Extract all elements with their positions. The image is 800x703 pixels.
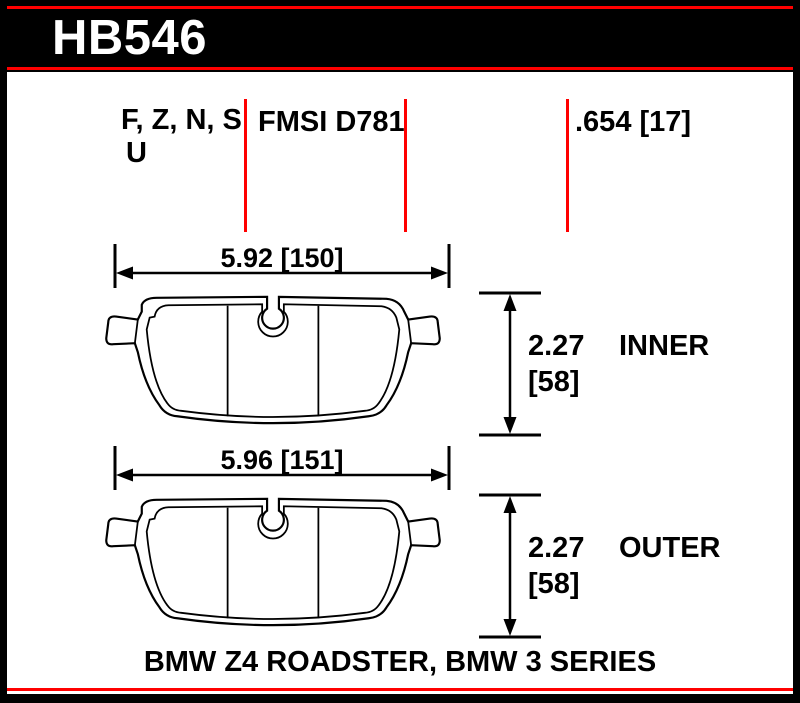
right-ear-base-line xyxy=(407,521,413,546)
part-number: HB546 xyxy=(52,11,208,65)
outer-height-mm: [58] xyxy=(528,568,580,600)
left-ear-base-line xyxy=(133,521,139,546)
spec-separator-1 xyxy=(244,99,247,232)
inner-height-mm: [58] xyxy=(528,366,580,398)
inner-height-dimension xyxy=(479,291,541,437)
red-line-bottom xyxy=(7,688,793,691)
inner-position-label: INNER xyxy=(619,330,710,362)
backing-plate-outline xyxy=(105,497,441,627)
dim-arrowhead-left xyxy=(116,468,133,482)
friction-material-outline xyxy=(145,505,401,620)
inner-width-label: 5.92 [150] xyxy=(220,243,343,273)
outer-pad-drawing xyxy=(105,497,441,627)
inner-pad-drawing xyxy=(105,295,441,425)
vehicle-application: BMW Z4 ROADSTER, BMW 3 SERIES xyxy=(143,646,657,678)
frame-border-right xyxy=(793,0,800,703)
friction-material-outline xyxy=(145,303,401,418)
compound-codes-line1: F, Z, N, S xyxy=(121,104,242,136)
inner-width-dimension: 5.92 [150] xyxy=(113,243,451,288)
dim-arrowhead-down xyxy=(503,619,517,636)
left-ear-base-line xyxy=(133,319,139,344)
outer-position-label: OUTER xyxy=(619,532,721,564)
red-line-header-bottom xyxy=(7,67,793,70)
header-bar xyxy=(0,0,800,72)
outer-width-dimension: 5.96 [151] xyxy=(113,445,451,490)
dim-arrowhead-up xyxy=(503,496,517,513)
compound-codes-line2: U xyxy=(126,137,147,169)
right-ear-base-line xyxy=(407,319,413,344)
spec-separator-3 xyxy=(566,99,569,232)
frame-border-left xyxy=(0,0,7,703)
dim-arrowhead-right xyxy=(431,266,448,280)
spec-separator-2 xyxy=(404,99,407,232)
red-line-top xyxy=(7,6,793,9)
dim-arrowhead-right xyxy=(431,468,448,482)
fmsi-code: FMSI D781 xyxy=(258,106,405,138)
dim-arrowhead-up xyxy=(503,294,517,311)
frame-border-bottom xyxy=(0,694,800,703)
outer-height-dimension xyxy=(479,493,541,639)
backing-plate-outline xyxy=(105,295,441,425)
outer-height-inches: 2.27 xyxy=(528,532,585,564)
inner-height-inches: 2.27 xyxy=(528,330,585,362)
dim-arrowhead-left xyxy=(116,266,133,280)
pad-thickness: .654 [17] xyxy=(575,106,692,138)
dim-arrowhead-down xyxy=(503,417,517,434)
outer-width-label: 5.96 [151] xyxy=(220,445,343,475)
